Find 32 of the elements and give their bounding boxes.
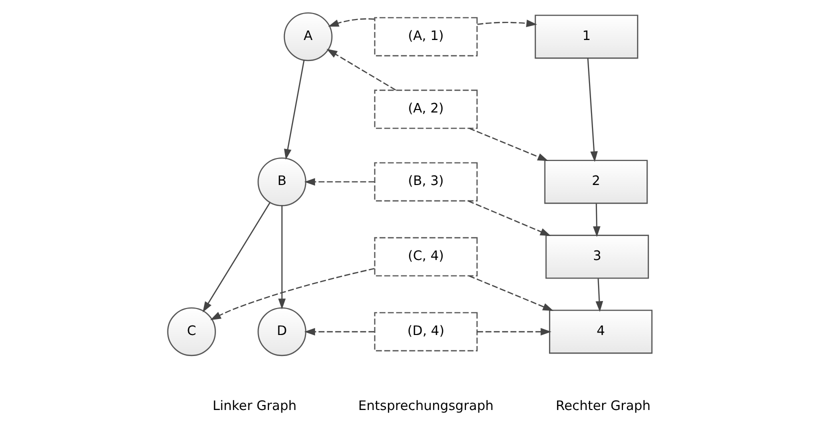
- node-box: (A, 1): [374, 17, 478, 56]
- node-circle: B: [258, 157, 306, 206]
- label: Entsprechungsgraph: [358, 399, 494, 414]
- arrow: [596, 278, 604, 312]
- node-box: 3: [545, 234, 649, 279]
- node-box: 2: [544, 160, 648, 204]
- node-box: 4: [549, 310, 652, 354]
- arrow: [468, 200, 551, 236]
- arrow: [284, 60, 305, 160]
- arrow: [592, 204, 600, 237]
- arrow: [477, 328, 552, 336]
- label: Rechter Graph: [556, 399, 651, 414]
- node-box: (D, 4): [374, 312, 478, 352]
- arrow: [328, 18, 374, 27]
- arrow: [304, 328, 374, 336]
- arrow: [326, 48, 396, 91]
- arrow: [468, 275, 554, 311]
- arrow: [278, 206, 286, 310]
- node-circle: A: [284, 12, 333, 62]
- arrow: [210, 268, 375, 320]
- node-box: (A, 2): [374, 90, 478, 129]
- node-circle: C: [167, 307, 216, 356]
- node-box: (B, 3): [374, 162, 478, 202]
- arrow: [477, 20, 538, 28]
- node-box: 1: [534, 14, 638, 59]
- label: Linker Graph: [212, 399, 297, 414]
- arrow: [304, 178, 374, 186]
- arrow: [587, 58, 598, 162]
- node-box: (C, 4): [374, 237, 478, 276]
- arrow: [202, 202, 270, 312]
- arrow: [469, 128, 548, 161]
- node-circle: D: [258, 307, 306, 356]
